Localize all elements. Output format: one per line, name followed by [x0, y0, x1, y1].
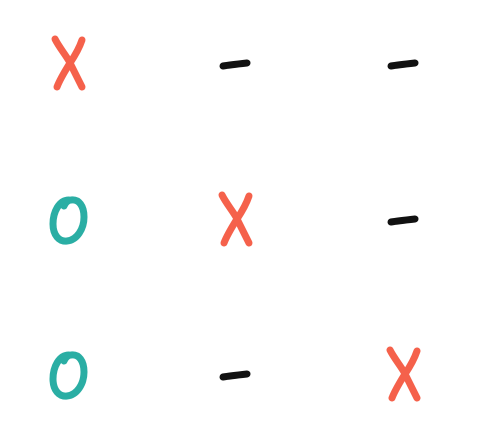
- empty-cell-icon: [219, 59, 251, 70]
- board-cell-r2-c3[interactable]: -: [354, 169, 454, 269]
- empty-cell-icon: [387, 59, 419, 70]
- board-cell-r3-c2[interactable]: -: [186, 324, 286, 424]
- board-cell-r1-c1[interactable]: X: [19, 13, 119, 113]
- x-mark-icon: [51, 35, 86, 91]
- o-mark-icon: [49, 196, 88, 245]
- board-cell-r2-c1[interactable]: O: [19, 169, 119, 269]
- board-cell-r3-c1[interactable]: O: [19, 324, 119, 424]
- board-cell-r1-c2[interactable]: -: [186, 13, 286, 113]
- x-mark-icon: [386, 346, 421, 402]
- o-mark-icon: [49, 351, 88, 400]
- board-cell-r1-c3[interactable]: -: [354, 13, 454, 113]
- board-cell-r2-c2[interactable]: X: [186, 169, 286, 269]
- empty-cell-icon: [219, 370, 251, 381]
- board-cell-r3-c3[interactable]: X: [354, 324, 454, 424]
- x-mark-icon: [218, 191, 253, 247]
- empty-cell-icon: [387, 215, 419, 226]
